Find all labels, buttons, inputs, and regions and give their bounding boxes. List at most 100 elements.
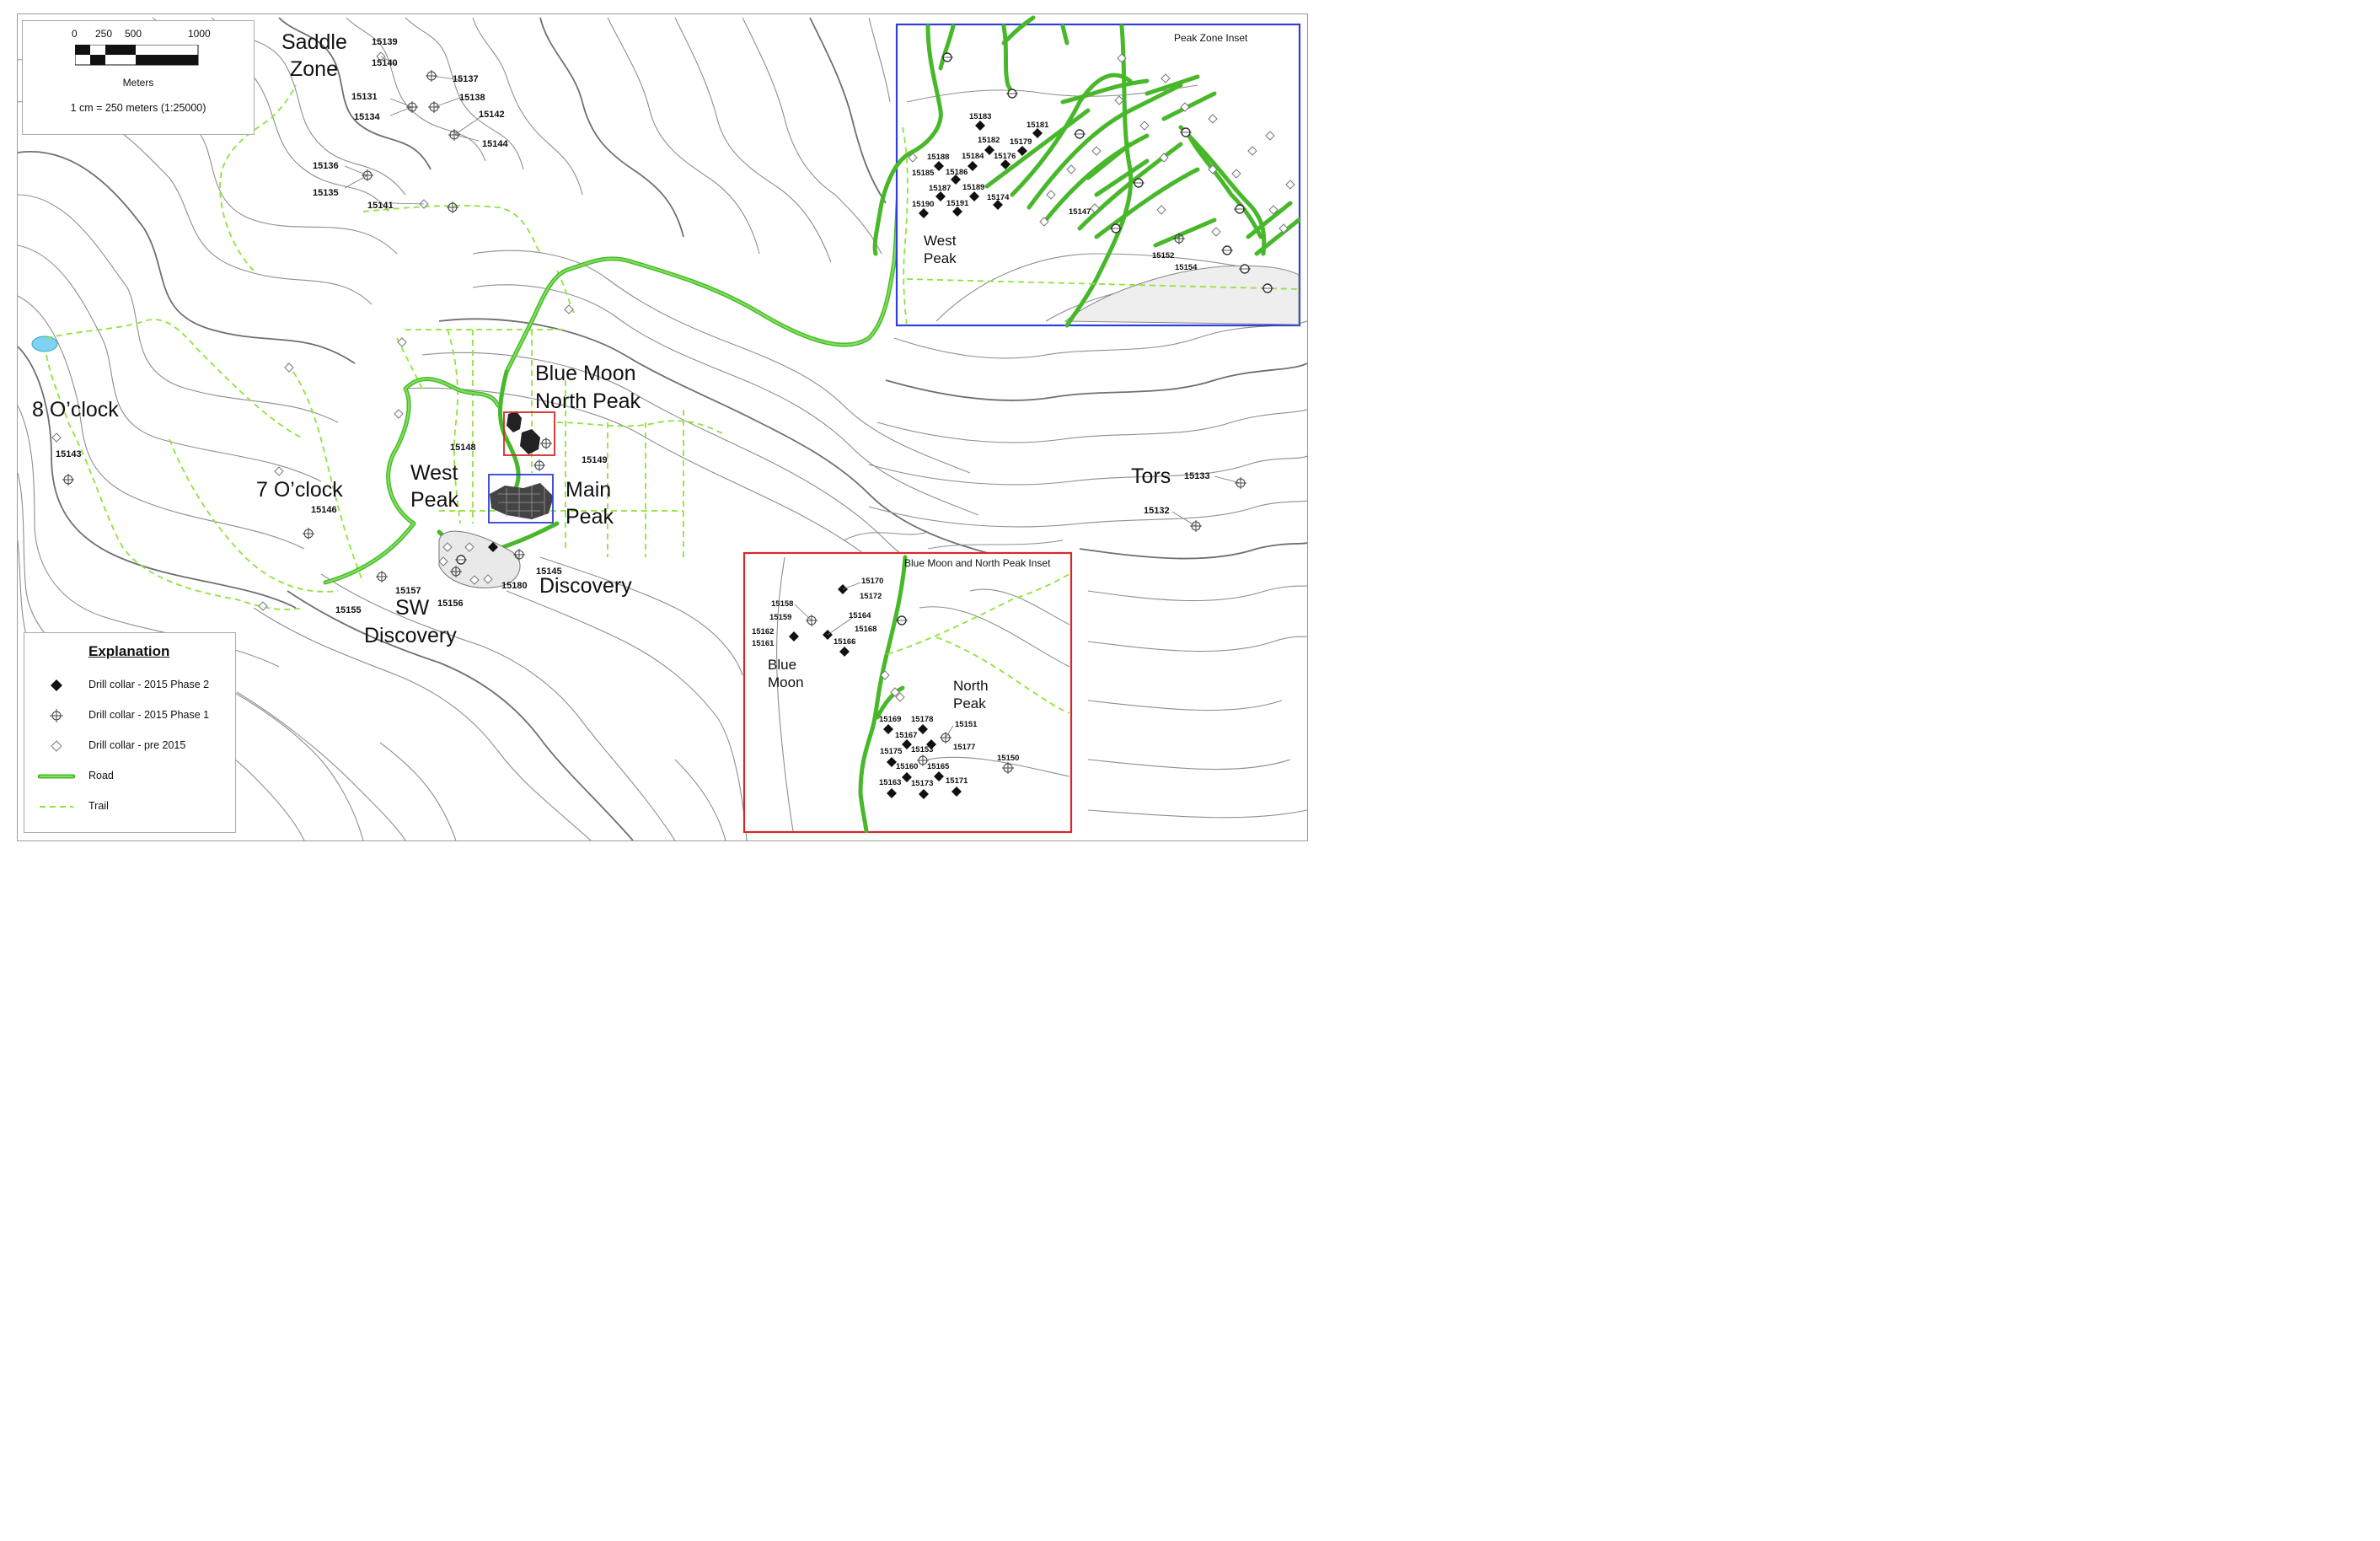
hole-label-15176: 15176 [994,152,1016,161]
peak-zone-inset[interactable]: Peak Zone Inset West Peak 15183 15181 15… [872,15,1301,328]
bluemoon-inset[interactable]: Blue Moon and North Peak Inset Blue Moon… [742,551,1073,834]
legend-title: Explanation [88,643,170,659]
label-15135: 15135 [313,188,339,198]
sw-discovery-label-1: SW [395,596,430,620]
hole-label-15158: 15158 [771,599,793,609]
main-peak-cluster [490,483,554,519]
hole-label-15191: 15191 [946,199,969,208]
topographic-map[interactable]: 15139 15140 15137 15138 15131 15134 1514… [18,14,1307,840]
label-15132: 15132 [1144,506,1170,516]
scale-tick-250: 250 [95,28,113,40]
blue-moon-inset-label-2: Moon [768,674,804,690]
peak-inset-contours [906,84,1300,325]
label-15144: 15144 [482,139,508,149]
label-15138: 15138 [459,93,485,103]
label-15157: 15157 [395,586,421,596]
peak-inset-title: Peak Zone Inset [1174,32,1248,44]
hole-label-15152: 15152 [1152,251,1174,260]
hole-label-15179: 15179 [1010,137,1032,147]
scale-unit: Meters [122,77,154,89]
hole-label-15160: 15160 [896,762,918,771]
label-15134: 15134 [354,112,380,122]
hole-label-15159: 15159 [769,613,791,622]
label-15148: 15148 [450,443,476,453]
label-15140: 15140 [372,58,398,68]
contour-lines [18,17,1307,840]
peak-inset-labels: Peak Zone Inset West Peak 15183 15181 15… [912,32,1248,272]
peak-inset-roads [872,15,1301,328]
label-15149: 15149 [582,455,608,465]
trails [46,84,726,610]
blue-moon-cluster [507,411,540,454]
discovery-label: Discovery [539,574,632,598]
scale-tick-500: 500 [125,28,142,40]
saddle-zone-label-2: Zone [290,57,338,81]
hole-label-15186: 15186 [946,168,968,177]
legend-item-pre2015: Drill collar - pre 2015 [38,738,232,754]
hole-label-15189: 15189 [962,183,984,192]
hole-label-15154: 15154 [1175,263,1198,272]
label-15146: 15146 [311,505,337,515]
hole-label-15171: 15171 [946,776,968,786]
hole-label-15153: 15153 [911,745,933,754]
bluemoon-inset-labels: Blue Moon and North Peak Inset Blue Moon… [752,557,1051,788]
main-hole-labels: 15139 15140 15137 15138 15131 15134 1514… [56,37,1210,615]
peak-inset-trails [902,126,1300,326]
hole-label-15185: 15185 [912,169,935,178]
seven-oclock-label: 7 O’clock [256,478,343,502]
road-line-icon [38,774,75,779]
hole-label-15187: 15187 [929,184,951,193]
scale-bar-box: 0 250 500 1000 Meters 1 cm = 250 meters … [22,20,255,135]
blue-moon-label-2: North Peak [535,389,641,413]
saddle-zone-label-1: Saddle [281,30,347,54]
label-15139: 15139 [372,37,398,47]
open-diamond-icon [51,740,62,752]
hole-label-15172: 15172 [860,592,882,601]
peak-inset-area-1: West [924,233,957,249]
bluemoon-zone-box[interactable] [503,411,555,456]
peak-zone-box[interactable] [488,474,554,524]
west-peak-label-1: West [410,461,458,485]
eight-oclock-label: 8 O’clock [32,398,119,421]
bluemoon-inset-contours [776,556,1070,832]
main-peak-label-2: Peak [566,505,614,529]
scale-ratio: 1 cm = 250 meters (1:25000) [70,102,206,114]
hole-label-15190: 15190 [912,200,934,209]
hole-label-15188: 15188 [927,153,949,162]
hole-label-15151: 15151 [955,720,978,729]
scale-tick-1000: 1000 [188,28,211,40]
bluemoon-inset-roads [858,555,908,834]
bluemoon-inset-collars [789,582,1015,799]
hole-label-15147: 15147 [1069,207,1091,217]
north-peak-inset-label-1: North [953,678,989,694]
label-15133: 15133 [1184,471,1210,481]
hole-label-15161: 15161 [752,639,775,648]
hole-label-15183: 15183 [969,112,991,121]
hole-label-15177: 15177 [953,743,975,752]
filled-diamond-icon [51,679,62,691]
west-peak-label-2: Peak [410,488,458,512]
scale-tick-0: 0 [72,28,78,40]
blue-moon-inset-label-1: Blue [768,657,796,673]
hole-label-15162: 15162 [752,627,774,636]
hole-label-15166: 15166 [834,637,855,647]
label-15137: 15137 [453,74,479,84]
hole-label-15174: 15174 [987,193,1010,202]
lake [31,336,58,352]
legend: Explanation Drill collar - 2015 Phase 2 … [24,632,236,833]
hole-label-15163: 15163 [879,778,901,787]
label-15155: 15155 [335,605,362,615]
tors-label: Tors [1131,464,1171,488]
hole-label-15175: 15175 [880,747,903,756]
bluemoon-inset-title: Blue Moon and North Peak Inset [904,557,1051,569]
crosshair-circle-icon [50,709,63,722]
hole-label-15170: 15170 [861,577,883,586]
legend-item-road: Road [38,768,232,785]
hole-label-15178: 15178 [911,715,933,724]
label-15143: 15143 [56,449,82,459]
label-15131: 15131 [351,92,378,102]
hole-label-15181: 15181 [1027,121,1049,130]
label-15141: 15141 [367,201,394,211]
label-15156: 15156 [437,599,464,609]
label-15136: 15136 [313,161,339,171]
